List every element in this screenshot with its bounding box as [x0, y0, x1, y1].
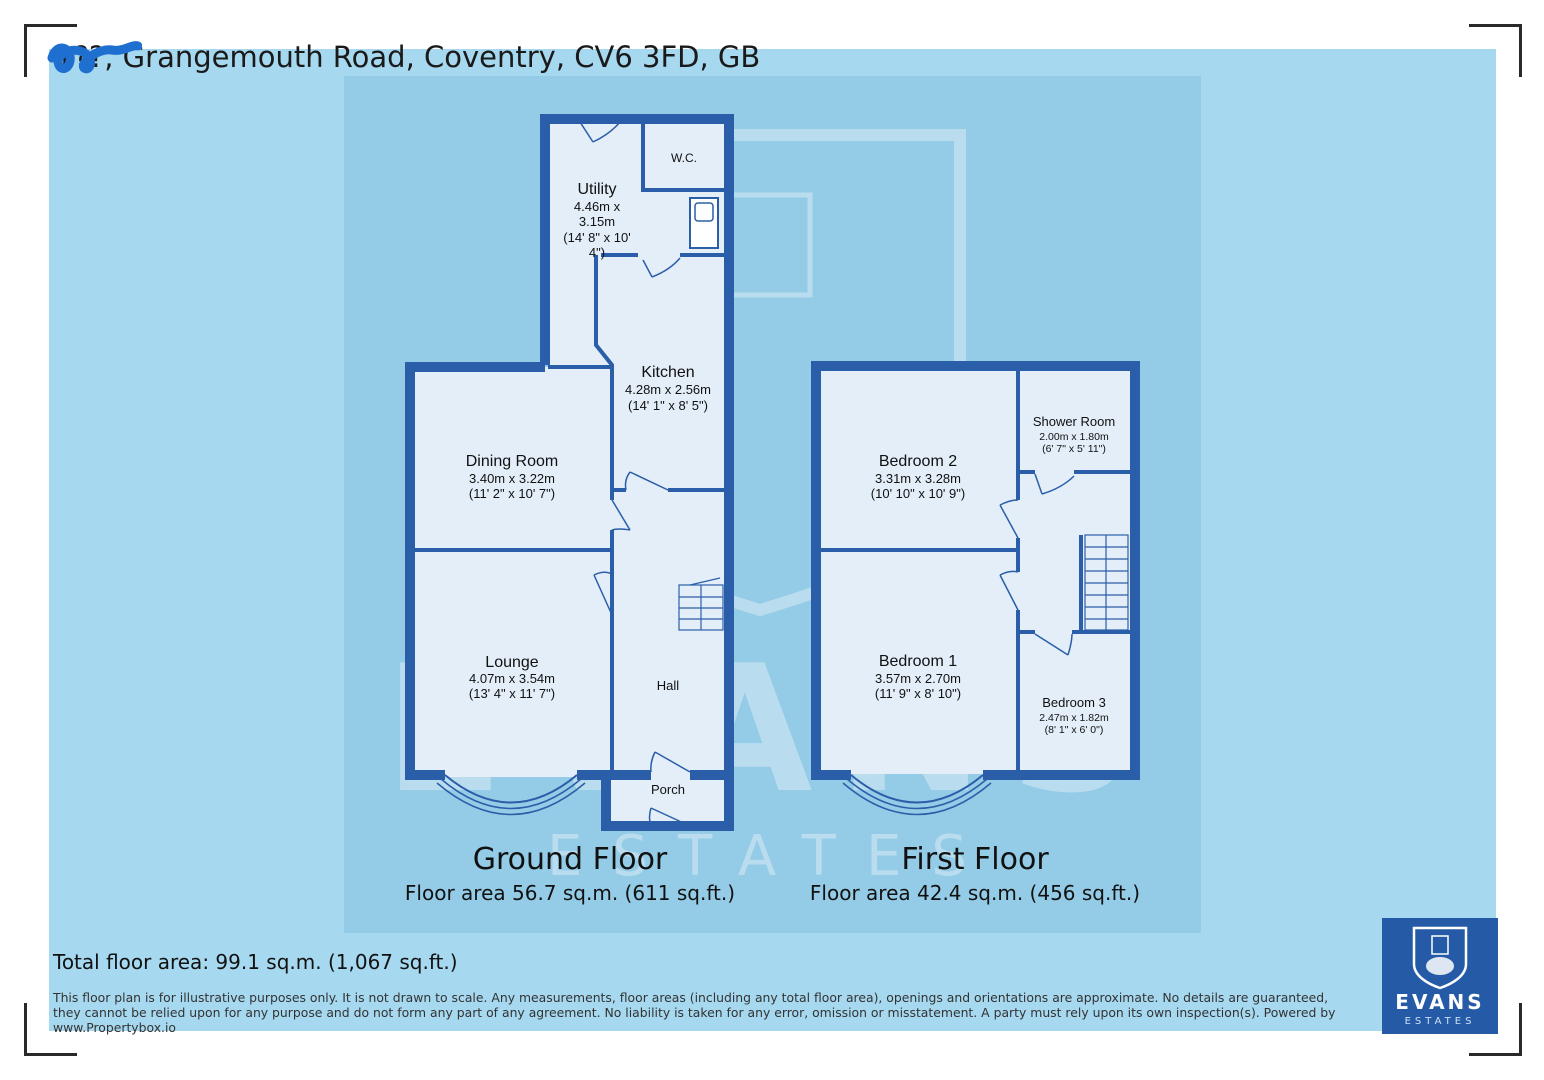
room-bed2-label: Bedroom 2 — [879, 453, 957, 470]
room-bed1-imperial: (11' 9" x 8' 10") — [875, 686, 961, 701]
room-shower-label: Shower Room — [1033, 414, 1115, 429]
room-bed1-label: Bedroom 1 — [879, 653, 957, 670]
first-floor-area: Floor area 42.4 sq.m. (456 sq.ft.) — [809, 881, 1141, 905]
property-address: 1??, Grangemouth Road, Coventry, CV6 3FD… — [55, 40, 761, 74]
room-bed1-metric: 3.57m x 2.70m — [875, 671, 961, 686]
room-bed3-imperial: (8' 1" x 6' 0") — [1045, 724, 1104, 736]
total-floor-area: Total floor area: 99.1 sq.m. (1,067 sq.f… — [53, 950, 458, 974]
room-lounge-label: Lounge — [485, 654, 538, 671]
room-kitchen-imperial: (14' 1" x 8' 5") — [628, 398, 708, 413]
frame-corner-bottom-left — [24, 1003, 77, 1056]
room-lounge-imperial: (13' 4" x 11' 7") — [469, 686, 555, 701]
evans-estates-logo: EVANS ESTATES — [1382, 918, 1498, 1034]
redaction-scribble — [47, 41, 142, 74]
room-dining-metric: 3.40m x 3.22m — [469, 471, 555, 486]
first-floor-title: First Floor — [901, 842, 1049, 877]
room-bed3-label: Bedroom 3 — [1042, 695, 1106, 710]
ground-floor-title: Ground Floor — [472, 842, 668, 877]
room-dining-imperial: (11' 2" x 10' 7") — [469, 486, 555, 501]
frame-corner-top-right — [1469, 24, 1522, 77]
frame-corner-bottom-right — [1469, 1003, 1522, 1056]
room-utility-dim1: 4.46m x — [574, 199, 621, 214]
room-utility-dim4: 4") — [589, 245, 605, 260]
room-utility-dim2: 3.15m — [579, 214, 615, 229]
room-shower-metric: 2.00m x 1.80m — [1039, 431, 1109, 443]
ground-floor-area: Floor area 56.7 sq.m. (611 sq.ft.) — [404, 881, 736, 905]
logo-subtitle: ESTATES — [1404, 1016, 1476, 1027]
watermark-sub: ESTATES — [547, 824, 997, 889]
frame-corner-top-left — [24, 24, 77, 77]
room-kitchen-label: Kitchen — [641, 364, 694, 381]
crest-icon — [1412, 926, 1468, 990]
ground-floor-plan: W.C. Utility 4.46m x 3.15m (14' 8" x 10'… — [405, 114, 734, 831]
room-bed2-metric: 3.31m x 3.28m — [875, 471, 961, 486]
room-wc-label: W.C. — [671, 151, 697, 165]
room-utility-label: Utility — [577, 181, 616, 198]
room-porch-label: Porch — [651, 782, 685, 797]
first-floor-plan: Shower Room 2.00m x 1.80m (6' 7" x 5' 11… — [811, 361, 1140, 816]
room-bed2-imperial: (10' 10" x 10' 9") — [871, 486, 965, 501]
room-bed3-metric: 2.47m x 1.82m — [1039, 712, 1109, 724]
room-utility-dim3: (14' 8" x 10' — [563, 230, 630, 245]
disclaimer-text: This floor plan is for illustrative purp… — [53, 990, 1336, 1035]
logo-wordmark: EVANS — [1395, 990, 1485, 1014]
room-dining-label: Dining Room — [466, 453, 558, 470]
room-hall-label: Hall — [657, 678, 680, 693]
room-shower-imperial: (6' 7" x 5' 11") — [1042, 443, 1106, 455]
room-kitchen-metric: 4.28m x 2.56m — [625, 382, 711, 397]
room-lounge-metric: 4.07m x 3.54m — [469, 671, 555, 686]
